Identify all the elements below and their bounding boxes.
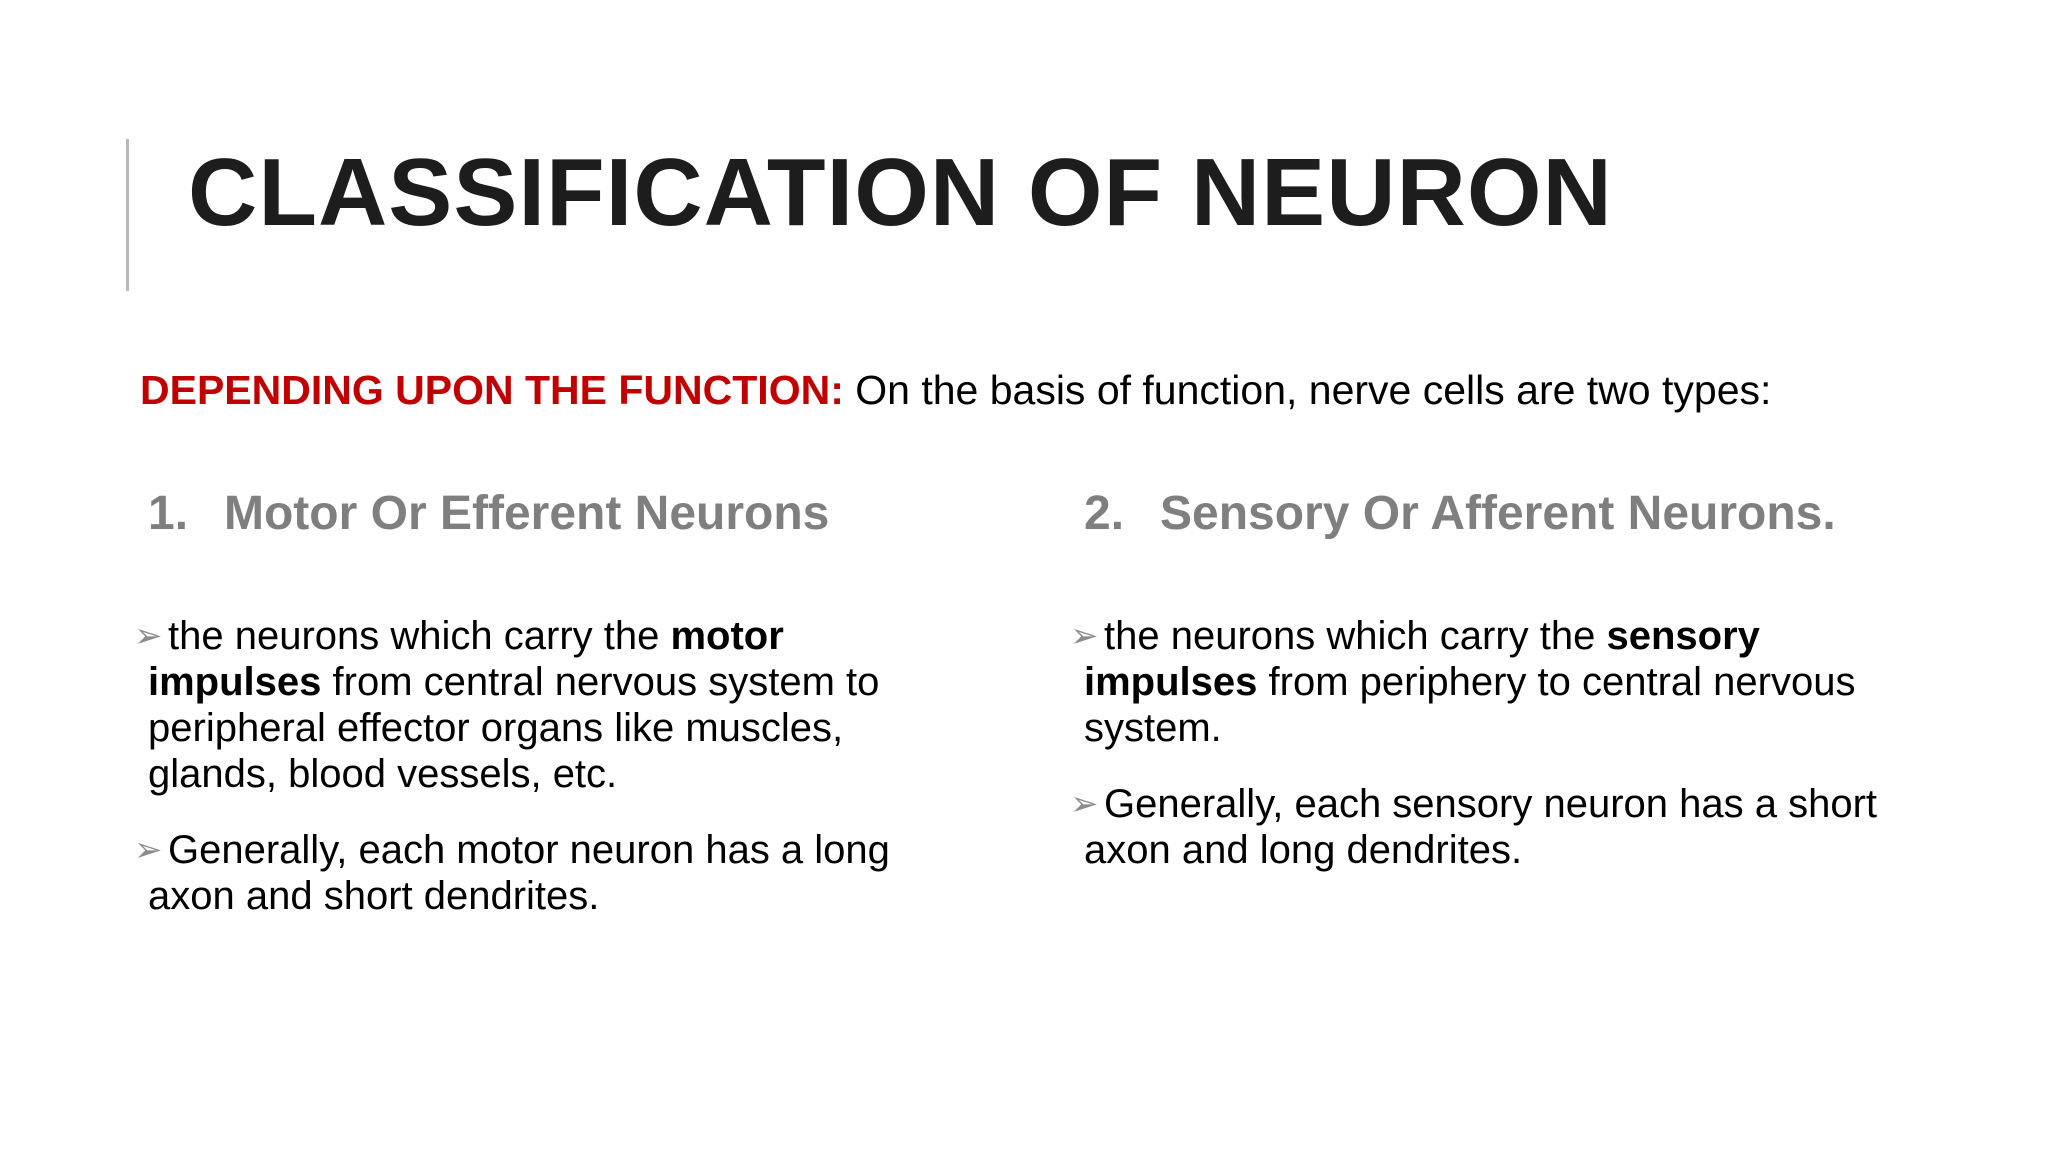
bullet-text: Generally, each motor neuron has a long … bbox=[148, 828, 890, 918]
list-item: ➢ Generally, each motor neuron has a lon… bbox=[134, 827, 954, 919]
bullet-text: the neurons which carry the sensory impu… bbox=[1084, 613, 1890, 751]
arrow-bullet-icon: ➢ bbox=[134, 617, 163, 655]
bullet-text-part: from periphery to central nervous system… bbox=[1084, 660, 1856, 750]
list-item: ➢ the neurons which carry the sensory im… bbox=[1070, 613, 1890, 751]
intro-label: DEPENDING UPON THE FUNCTION: bbox=[140, 367, 844, 413]
arrow-bullet-icon: ➢ bbox=[134, 831, 163, 869]
type-heading-sensory: 2. Sensory Or Afferent Neurons. bbox=[1084, 484, 1836, 544]
intro-line: DEPENDING UPON THE FUNCTION: On the basi… bbox=[140, 362, 1771, 418]
bullet-text-part: the neurons which carry the bbox=[168, 614, 671, 658]
type-heading-motor: 1. Motor Or Efferent Neurons bbox=[148, 484, 829, 544]
sensory-neuron-column: ➢ the neurons which carry the sensory im… bbox=[1070, 613, 1890, 903]
bullet-bold-term: sensory impulses bbox=[1084, 614, 1760, 704]
bullet-text: Generally, each sensory neuron has a sho… bbox=[1084, 782, 1878, 872]
motor-neuron-column: ➢ the neurons which carry the motor impu… bbox=[134, 613, 954, 949]
arrow-bullet-icon: ➢ bbox=[1070, 617, 1099, 655]
bullet-text-part: from central nervous system to periphera… bbox=[148, 660, 880, 796]
intro-text: On the basis of function, nerve cells ar… bbox=[843, 367, 1772, 413]
type-name: Motor Or Efferent Neurons bbox=[224, 487, 830, 540]
title-accent-rule bbox=[126, 139, 129, 291]
bullet-text-part: the neurons which carry the bbox=[1104, 614, 1607, 658]
list-item: ➢ the neurons which carry the motor impu… bbox=[134, 613, 954, 797]
slide-title: CLASSIFICATION OF NEURON bbox=[188, 139, 1613, 246]
bullet-text: the neurons which carry the motor impuls… bbox=[148, 613, 954, 797]
type-name: Sensory Or Afferent Neurons. bbox=[1160, 487, 1836, 540]
arrow-bullet-icon: ➢ bbox=[1070, 785, 1099, 823]
type-number: 2. bbox=[1084, 487, 1125, 540]
bullet-bold-term: motor impulses bbox=[148, 614, 784, 704]
list-item: ➢ Generally, each sensory neuron has a s… bbox=[1070, 781, 1890, 873]
type-number: 1. bbox=[148, 487, 189, 540]
